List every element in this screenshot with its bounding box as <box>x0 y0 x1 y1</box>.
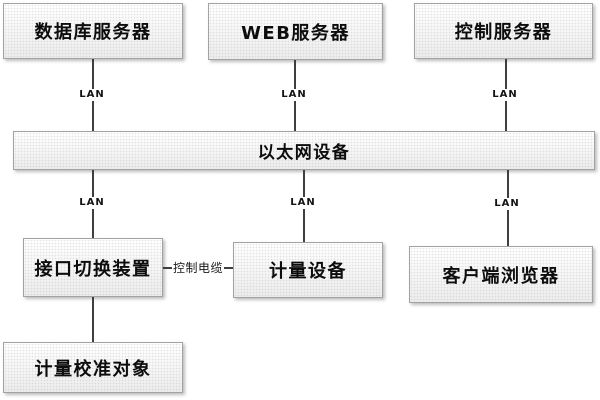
node-calibration-target: 计量校准对象 <box>3 342 183 393</box>
lan-label-meter: LAN <box>288 197 318 209</box>
lan-label-control: LAN <box>490 89 520 101</box>
lan-label-switcher: LAN <box>77 197 107 209</box>
node-interface-switcher: 接口切换装置 <box>23 238 163 297</box>
node-ethernet-device-label: 以太网设备 <box>257 143 351 163</box>
node-client-browser-label: 客户端浏览器 <box>442 265 560 287</box>
node-meter-device-label: 计量设备 <box>269 261 347 282</box>
node-database-server-label: 数据库服务器 <box>34 22 152 43</box>
node-database-server: 数据库服务器 <box>3 3 183 59</box>
lan-label-client: LAN <box>492 198 522 210</box>
control-cable-label: 控制电缆 <box>171 261 225 275</box>
node-client-browser: 客户端浏览器 <box>409 246 593 303</box>
node-web-server: WEB服务器 <box>208 3 383 60</box>
node-web-server-label: WEB服务器 <box>241 22 350 44</box>
node-calibration-target-label: 计量校准对象 <box>34 358 152 380</box>
node-ethernet-device: 以太网设备 <box>13 131 595 170</box>
node-control-server: 控制服务器 <box>414 3 593 59</box>
node-interface-switcher-label: 接口切换装置 <box>34 258 152 280</box>
connector-switcher-to-target <box>92 297 94 342</box>
lan-label-db: LAN <box>77 89 107 101</box>
node-meter-device: 计量设备 <box>233 242 383 298</box>
lan-label-web: LAN <box>279 89 309 101</box>
node-control-server-label: 控制服务器 <box>454 22 553 43</box>
